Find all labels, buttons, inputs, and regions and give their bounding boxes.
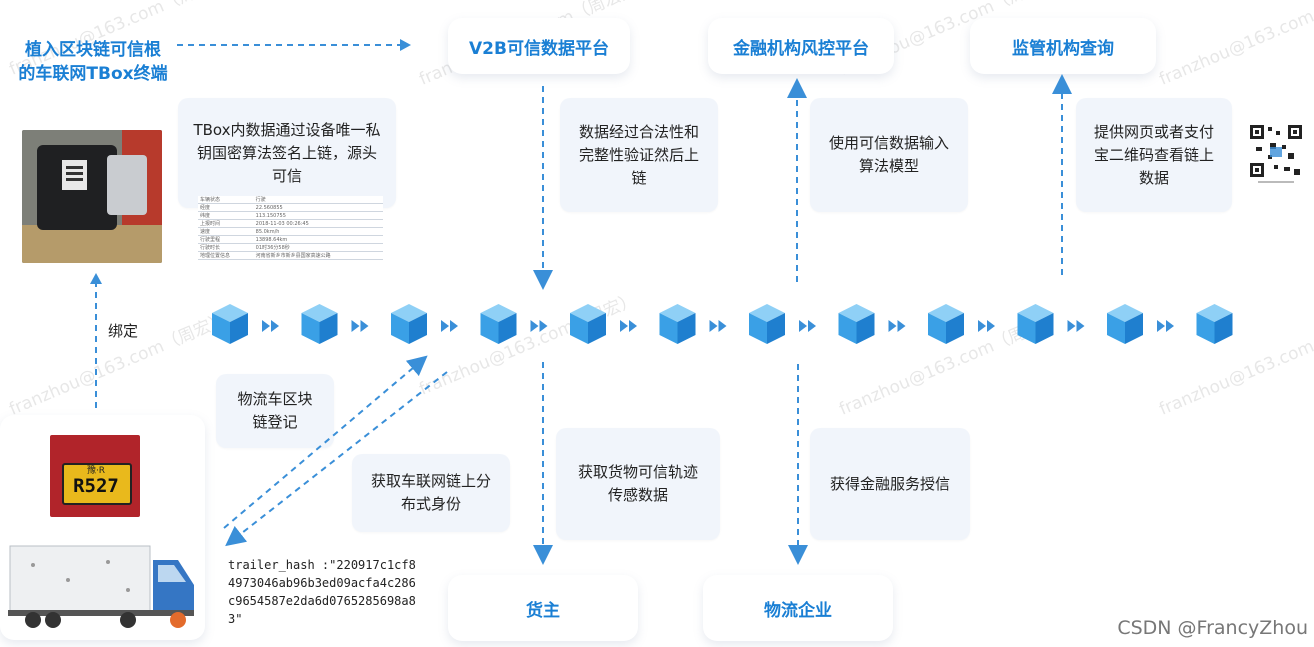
plate-number: R527 [73,475,119,497]
chevron-right-icon [620,320,637,332]
blockchain-cubes [212,304,1233,344]
block-cube-icon [1196,304,1233,344]
block-cube-icon [928,304,964,344]
table-cell: 河南省新乡市新乡县国家高速公路 [253,251,383,260]
table-row: 地理位置信息河南省新乡市新乡县国家高速公路 [198,251,383,260]
chevron-right-icon [888,320,906,332]
dashed-arrow-bind [90,273,102,408]
table-cell: 22.560855 [253,203,383,212]
regulator-title: 监管机构查询 [1012,38,1114,59]
shipper-title: 货主 [526,600,560,621]
chevron-right-icon [441,320,458,332]
table-cell: 经度 [198,203,254,212]
card-identity: 获取车联网链上分布式身份 [352,454,510,532]
block-cube-icon [212,304,248,344]
block-cube-icon [749,304,785,344]
block-cube-icon [301,304,338,344]
table-cell: 行驶 [253,196,383,204]
block-cube-icon [838,304,875,344]
table-cell: 行驶时长 [198,243,254,252]
footer-credit: CSDN @FrancyZhou [1117,617,1308,639]
block-cube-icon [570,304,606,344]
trailer-hash: trailer_hash :"220917c1cf84973046ab96b3e… [228,558,416,626]
dashed-arrow-to-v2b [177,39,411,51]
tab-logistics[interactable]: 物流企业 [703,575,893,641]
table-cell: 速度 [198,227,254,236]
chevron-right-icon [530,320,548,332]
block-cube-icon [391,304,427,344]
chevron-right-icon [709,320,727,332]
bind-label: 绑定 [108,322,139,340]
table-cell: 行驶里程 [198,235,254,244]
v2b-title: V2B可信数据平台 [469,38,609,59]
qr-code-icon [1248,123,1304,183]
card-register: 物流车区块链登记 [216,374,334,448]
table-cell: 上报时间 [198,219,254,228]
block-cube-icon [1107,304,1143,344]
tbox-device-icon [22,130,162,263]
block-cube-icon [659,304,696,344]
table-cell: 01时36分58秒 [253,243,383,252]
card-verify: 数据经过合法性和完整性验证然后上链 [560,98,718,212]
tab-shipper[interactable]: 货主 [448,575,638,641]
chevron-right-icon [262,320,279,332]
tab-v2b[interactable]: V2B可信数据平台 [448,18,630,74]
license-plate-photo: 豫·R R527 [50,435,140,517]
finance-title: 金融机构风控平台 [733,38,869,59]
table-cell: 纬度 [198,211,254,220]
table-cell: 车辆状态 [198,196,254,204]
chevron-right-icon [799,320,816,332]
block-cube-icon [1017,304,1054,344]
blockchain-row [210,300,1250,348]
chevron-right-icon [978,320,995,332]
tab-finance[interactable]: 金融机构风控平台 [708,18,894,74]
card-credit: 获得金融服务授信 [810,428,970,540]
table-cell: 13898.64km [253,235,383,244]
chevron-right-icon [351,320,369,332]
card-qr: 提供网页或者支付宝二维码查看链上数据 [1076,98,1232,212]
logistics-title: 物流企业 [764,600,832,621]
table-cell: 2018-11-03 00:26:45 [253,219,383,228]
chevron-right-icon [1157,320,1174,332]
table-cell: 113.150755 [253,211,383,220]
card-model: 使用可信数据输入算法模型 [810,98,968,212]
table-row: 车辆状态 行驶 [198,196,383,204]
block-cube-icon [480,304,517,344]
arrow-chain-to-truck [225,371,448,547]
card-track: 获取货物可信轨迹传感数据 [556,428,720,540]
truck-icon [8,545,194,628]
tbox-photo [22,130,162,263]
chevron-right-icon [1067,320,1085,332]
arrow-truck-to-chain [223,355,428,529]
plate-prefix: 豫·R [86,466,106,476]
table-cell: 85.0km/h [253,227,383,236]
tab-regulator[interactable]: 监管机构查询 [970,18,1156,74]
table-cell: 地理位置信息 [198,251,254,260]
tbox-title: 植入区块链可信根的车联网TBox终端 [18,40,168,84]
card-tbox-sign: TBox内数据通过设备唯一私钥国密算法签名上链，源头可信 [178,98,396,208]
